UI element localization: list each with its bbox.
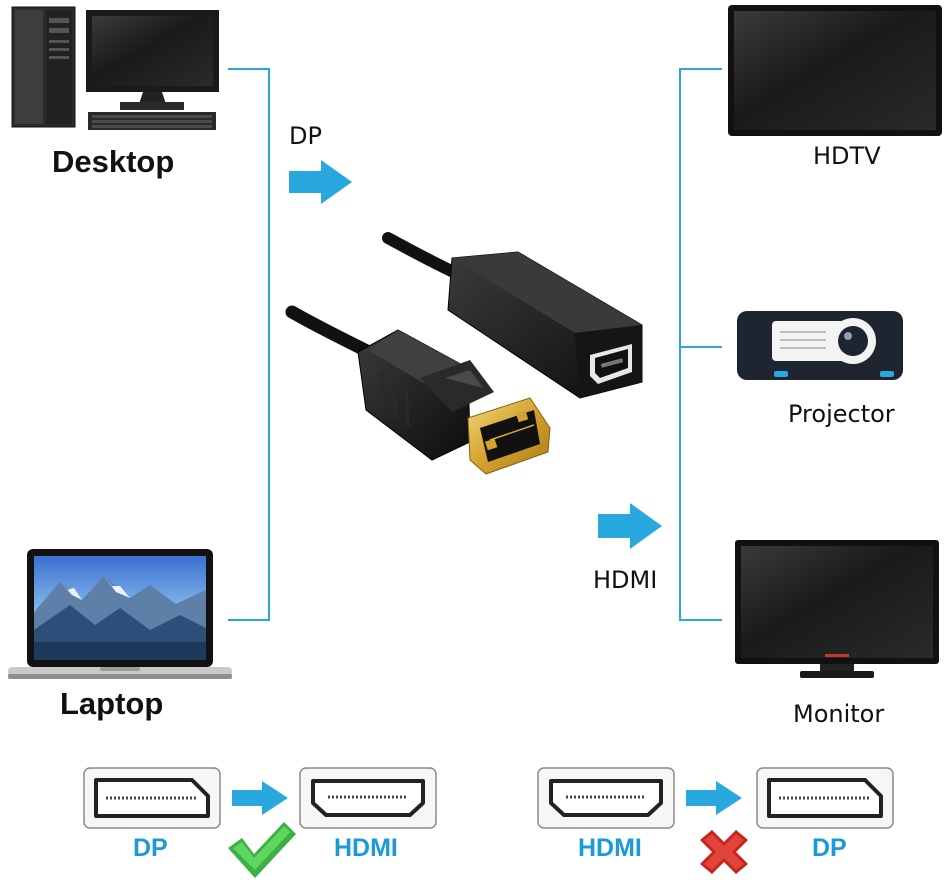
unsupported-arrow-icon bbox=[686, 781, 742, 815]
hdmi-port-icon-2 bbox=[537, 767, 675, 829]
unsupported-from-label: HDMI bbox=[578, 834, 642, 862]
hdtv-icon bbox=[728, 5, 942, 136]
cross-icon bbox=[700, 830, 748, 874]
adapter-cable-icon bbox=[285, 232, 643, 475]
hdtv-label: HDTV bbox=[813, 142, 881, 170]
supported-arrow-icon bbox=[232, 781, 288, 815]
source-bracket bbox=[228, 68, 270, 621]
supported-to-label: HDMI bbox=[334, 834, 398, 862]
dp-port-icon-2 bbox=[756, 767, 894, 829]
hdmi-port-icon bbox=[299, 767, 437, 829]
check-icon bbox=[228, 822, 296, 878]
projector-label: Projector bbox=[788, 400, 895, 428]
projector-icon bbox=[737, 311, 903, 380]
dp-signal-label: DP bbox=[289, 122, 322, 150]
desktop-label: Desktop bbox=[52, 144, 175, 179]
laptop-icon bbox=[8, 549, 232, 679]
hdmi-arrow-icon bbox=[598, 503, 662, 549]
monitor-label: Monitor bbox=[793, 700, 885, 728]
hdmi-signal-label: HDMI bbox=[593, 566, 658, 594]
monitor-icon bbox=[735, 540, 939, 678]
laptop-label: Laptop bbox=[60, 686, 164, 721]
unsupported-to-label: DP bbox=[812, 834, 847, 862]
desktop-icon bbox=[11, 6, 219, 130]
dp-port-icon bbox=[83, 767, 221, 829]
destination-bracket bbox=[679, 68, 722, 621]
supported-from-label: DP bbox=[133, 834, 168, 862]
dp-arrow-icon bbox=[289, 160, 352, 204]
